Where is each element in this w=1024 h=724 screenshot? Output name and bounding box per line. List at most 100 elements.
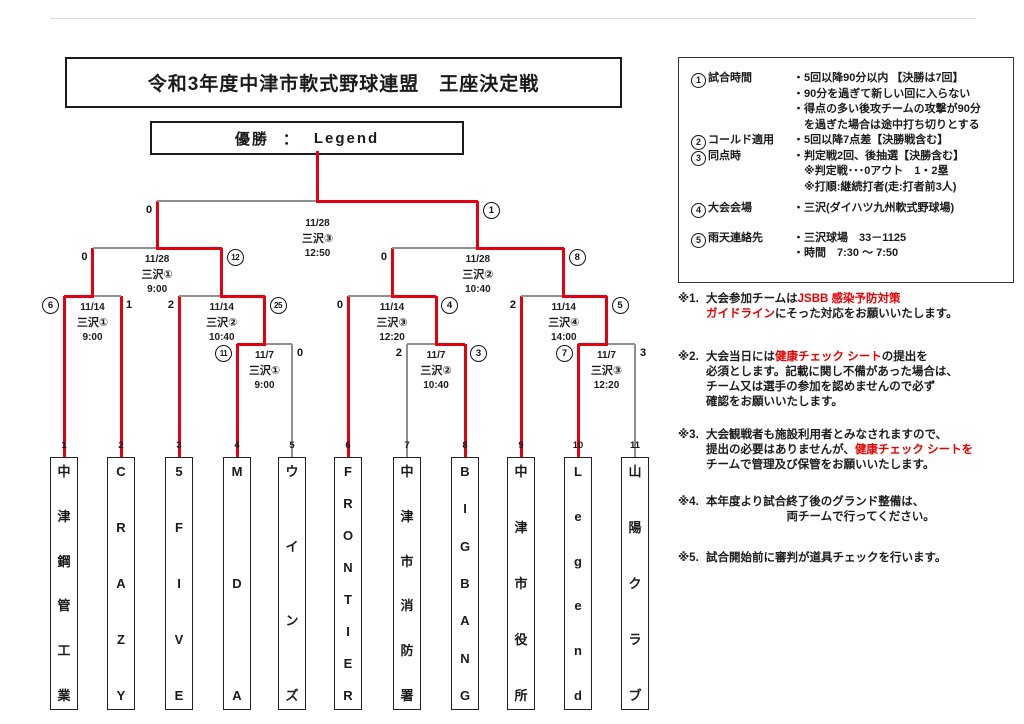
team-name-char: 市 [400,553,414,569]
note-line: 大会当日には健康チェック シートの提出を [706,350,958,365]
team-name-char: 市 [514,576,528,591]
team-number-2: 2 [118,440,124,451]
match-MC-left-line [578,342,607,346]
team-name-char: 鋼 [57,553,71,569]
team-name-char: 津 [400,508,414,524]
match-MA-right-line [264,343,292,345]
team-line-4 [235,344,239,459]
match-QF3-date: 11/14 [379,302,405,313]
match-QF4-winner-score-circle: 5 [611,297,629,314]
match-SF2-left-score: 0 [380,251,387,263]
match-QF2-left-score: 2 [167,299,174,311]
match-QF4-advance-line [562,248,566,298]
match-MB-left-score: 2 [395,347,402,359]
note-number: ※5. [678,552,699,564]
match-QF1-right-line [92,295,121,297]
team-line-9 [519,296,523,459]
note-line: 試合開始前に審判が道具チェックを行います。 [706,551,946,566]
match-QF2-advance-line [220,248,224,298]
match-QF1-time: 9:00 [82,332,103,343]
note-line: 大会参加チームはJSBB 感染予防対策 [706,292,958,307]
note-text: 大会当日には [706,351,775,363]
match-QF2-date: 11/14 [209,302,234,313]
match-QF3-left-line [348,295,392,297]
team-name-char: ン [285,613,299,629]
rule-line: ・判定戦2回、後抽選【決勝含む】 [793,149,965,162]
team-number-3: 3 [176,440,182,451]
note-text: 提出の必要はありませんが、 [706,444,855,456]
rule-line: ※打順:継続打者(走:打者前3人) [793,180,957,193]
match-MA-right-score: 0 [297,347,304,359]
team-line-2 [119,296,123,459]
note-1: ※1.大会参加チームはJSBB 感染予防対策ガイドラインにそった対応をお願いいた… [678,292,1024,322]
team-name-char: ク [628,576,642,591]
note-text: 確認をお願いいたします。 [706,396,843,408]
team-name-char: M [231,464,243,479]
team-name-char: L [574,464,582,479]
circled-number-icon: 5 [691,232,706,248]
team-name-char: I [463,501,467,517]
match-F-left-score: 0 [146,204,153,216]
match-QF2-venue: 三沢② [206,317,238,329]
note-text: 本年度より試合終了後のグランド整備は、 [706,496,925,508]
team-number-6: 6 [345,440,351,451]
note-body: 試合開始前に審判が道具チェックを行います。 [706,551,946,566]
team-name-char: T [344,592,352,607]
note-text-red: JSBB 感染予防対策 [797,293,901,305]
match-MC-right-line [606,343,635,345]
circled-number-icon: 1 [691,73,706,89]
note-body: 大会観戦者も施設利用者とみなされますので、提出の必要はありませんが、健康チェック… [706,428,973,473]
team-name-char: R [343,688,353,703]
match-MC-right-score: 3 [640,347,647,359]
note-2: ※2.大会当日には健康チェック シートの提出を必須とします。記載に関し不備があっ… [678,350,1024,410]
team-number-1: 1 [61,440,67,451]
match-MB-left-line [407,343,436,345]
match-SF1-venue: 三沢① [141,269,173,281]
team-line-3 [177,296,181,459]
note-number: ※1. [678,293,699,305]
match-QF4-time: 14:00 [550,332,577,343]
note-text-red: ガイドライン [706,308,775,320]
rule-lines-1: ・5回以降90分以内 【決勝は7回】・90分を過ぎて新しい回に入らない・得点の多… [793,71,981,133]
match-F-date: 11/28 [305,218,330,229]
match-SF2-advance-line [476,201,480,250]
note-line: チーム又は選手の参加を認めませんので必ず [706,380,958,395]
match-QF2-left-line [179,295,222,297]
team-number-9: 9 [518,440,524,451]
rule-line: ・時間 7:30 ～ 7:50 [793,247,899,259]
rule-line: ・90分を過ぎて新しい回に入らない [793,87,971,100]
circled-number-icon: 4 [691,203,706,219]
team-name-char: 所 [514,688,528,703]
match-F-right-line [317,199,478,203]
rule-line: ・得点の多い後攻チームの攻撃が90分 [793,103,981,115]
match-MB-winner-score-circle: 3 [470,345,487,362]
match-QF4-venue: 三沢④ [548,317,580,329]
match-F-venue: 三沢③ [301,233,334,245]
match-SF1-date: 11/28 [144,254,170,265]
match-QF2-right-line [221,294,265,298]
note-text: 試合開始前に審判が道具チェックを行います。 [706,552,947,564]
match-MC-time: 12:20 [593,380,620,391]
team-name-char: g [574,553,582,569]
match-QF1-venue: 三沢① [76,317,109,329]
team-name-char: 業 [57,687,71,703]
team-name-char: G [459,687,471,703]
team-name-char: 中 [57,464,71,479]
match-SF2-right-score: 8 [568,249,601,266]
team-name-char: N [460,650,470,666]
match-QF1-date: 11/14 [80,302,105,313]
match-SF1-right-score: 12 [226,249,259,266]
team-name-char: N [343,560,353,575]
note-text: 大会参加チームは [706,293,798,305]
match-F-left-line [157,200,318,202]
